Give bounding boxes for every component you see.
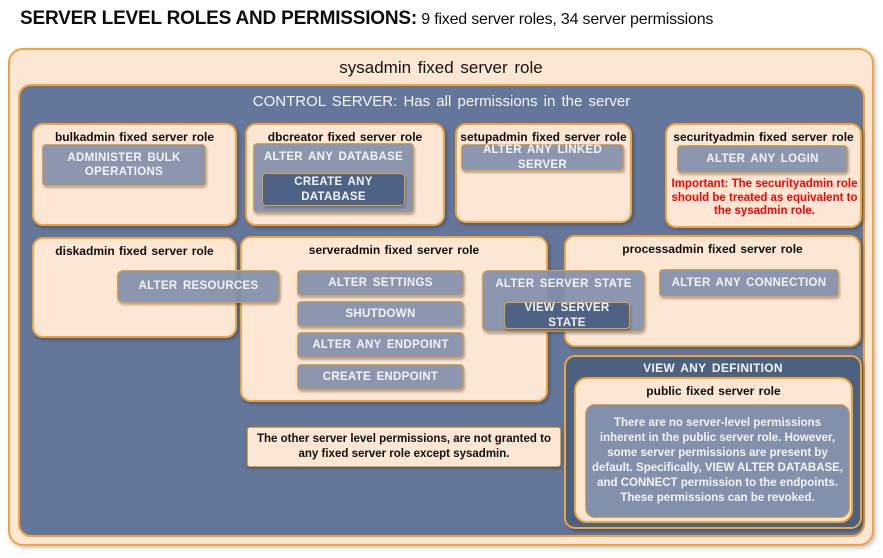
permission-view-server-state: VIEW SERVER STATE [504, 302, 630, 329]
sysadmin-role-label: sysadmin fixed server role [339, 58, 543, 77]
permission-alter-server-state-label: ALTER SERVER STATE [495, 278, 632, 290]
page-title-subtitle: 9 fixed server roles, 34 server permissi… [417, 11, 714, 28]
diskadmin-role-title: diskadmin fixed server role [55, 244, 214, 258]
permission-alter-resources: ALTER RESOURCES [117, 270, 280, 303]
permission-alter-any-login: ALTER ANY LOGIN [677, 145, 848, 173]
serveradmin-role-box: serveradmin fixed server role ALTER SETT… [240, 236, 548, 402]
permission-alter-server-state: ALTER SERVER STATE VIEW SERVER STATE [482, 270, 645, 332]
permission-alter-any-linked-server: ALTER ANY LINKED SERVER [461, 144, 624, 171]
permission-create-endpoint: CREATE ENDPOINT [297, 364, 464, 390]
permission-alter-any-database-label: ALTER ANY DATABASE [263, 151, 404, 163]
securityadmin-warning-text: Important: The securityadmin role should… [671, 178, 858, 218]
public-role-description: There are no server-level permissions in… [585, 404, 850, 518]
bulkadmin-role-title: bulkadmin fixed server role [54, 130, 215, 144]
public-role-box: public fixed server role There are no se… [574, 377, 853, 523]
page-title-main: SERVER LEVEL ROLES AND PERMISSIONS: [20, 8, 418, 29]
other-permissions-note: The other server level permissions, are … [247, 427, 561, 467]
dbcreator-role-box: dbcreator fixed server role ALTER ANY DA… [245, 123, 445, 226]
processadmin-role-title: processadmin fixed server role [622, 242, 803, 256]
setupadmin-role-box: setupadmin fixed server role ALTER ANY L… [455, 123, 632, 223]
securityadmin-role-title: securityadmin fixed server role [673, 130, 854, 144]
permission-alter-any-database: ALTER ANY DATABASE CREATE ANY DATABASE [253, 143, 414, 213]
serveradmin-role-title: serveradmin fixed server role [308, 243, 480, 257]
permission-create-any-database: CREATE ANY DATABASE [262, 173, 405, 206]
public-role-title: public fixed server role [646, 384, 781, 398]
bulkadmin-role-box: bulkadmin fixed server role ADMINISTER B… [32, 123, 237, 226]
permission-alter-settings: ALTER SETTINGS [297, 270, 464, 296]
permission-administer-bulk-operations: ADMINISTER BULK OPERATIONS [42, 144, 206, 186]
permission-alter-any-endpoint: ALTER ANY ENDPOINT [297, 332, 464, 358]
permission-alter-any-connection: ALTER ANY CONNECTION [659, 269, 839, 297]
page-title: SERVER LEVEL ROLES AND PERMISSIONS: 9 fi… [20, 8, 713, 30]
permission-view-any-definition: VIEW ANY DEFINITION public fixed server … [564, 355, 862, 529]
dbcreator-role-title: dbcreator fixed server role [267, 130, 423, 144]
permission-shutdown: SHUTDOWN [297, 301, 464, 327]
setupadmin-role-title: setupadmin fixed server role [460, 130, 627, 144]
permission-view-any-definition-label: VIEW ANY DEFINITION [643, 361, 783, 375]
securityadmin-role-box: securityadmin fixed server role ALTER AN… [665, 123, 862, 228]
control-server-label: CONTROL SERVER: Has all permissions in t… [252, 93, 631, 110]
